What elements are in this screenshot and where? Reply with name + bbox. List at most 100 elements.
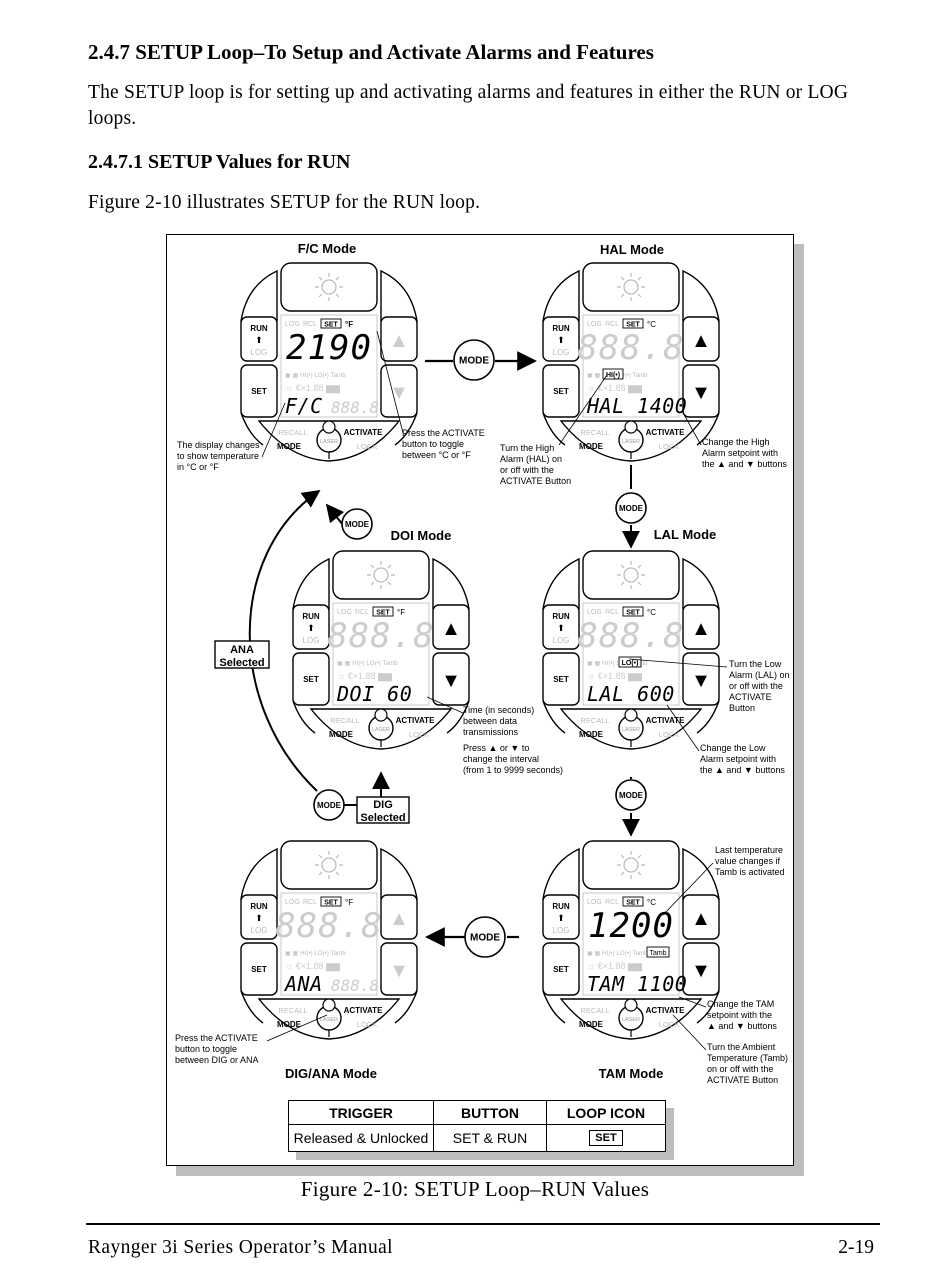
set-label: SET — [251, 387, 267, 396]
lcd-rcl-label: RCL — [605, 609, 619, 616]
lcd-icon-row: ▣ ▦ HI(•) LO(•) Tamb — [587, 660, 648, 667]
lcd-main-value: 1200 — [588, 906, 674, 946]
lo-icon: LO(•) — [622, 660, 639, 667]
intro-paragraph: The SETUP loop is for setting up and act… — [88, 82, 849, 129]
up-button — [682, 604, 720, 650]
annotation-tam-change: Change the TAM — [707, 999, 774, 1009]
down-arrow-icon: ▼ — [389, 382, 409, 404]
lcd-sub-value: TAM 1100 — [587, 972, 687, 996]
activate-label: ACTIVATE — [344, 1006, 383, 1015]
annotation-hal-turn: or off with the — [500, 465, 554, 475]
annotation-doi-time: Time (in seconds) — [463, 705, 534, 715]
run-button — [542, 894, 580, 940]
lock-label: LOCK — [659, 730, 679, 739]
lcd-screen — [582, 892, 680, 996]
subsection-heading: 2.4.7.1 SETUP Values for RUN — [88, 151, 351, 173]
mode-bubble-tam-dig — [464, 916, 506, 958]
trigger-table: TRIGGER BUTTON LOOP ICON Released & Unlo… — [288, 1100, 666, 1152]
dig-selected-label: DIG — [373, 799, 393, 811]
annotation-tam-change: setpoint with the — [707, 1010, 772, 1020]
light-icon-ray — [318, 276, 323, 281]
lcd-rcl-label: RCL — [605, 899, 619, 906]
body-edge — [292, 700, 316, 734]
annotation-lal-turn: Alarm (LAL) on — [729, 670, 790, 680]
activate-label: ACTIVATE — [646, 1006, 685, 1015]
table-cell-trigger: Released & Unlocked — [289, 1125, 434, 1151]
body-edge — [696, 412, 720, 446]
set-label: SET — [553, 965, 569, 974]
light-icon-ray — [370, 581, 375, 586]
mode-bubble-dig — [313, 789, 345, 821]
dig-selected-box — [356, 796, 410, 824]
right-top-key — [682, 557, 720, 610]
lcd-unit: °F — [345, 320, 353, 329]
annotation-fc-activate: button to toggle — [402, 439, 464, 449]
leader-line — [558, 374, 608, 446]
lcd-sub-value: DOI 60 — [336, 682, 412, 706]
lcd-status-row: ☼ €×1.88 ▆▆ — [337, 671, 393, 682]
leader-line — [678, 996, 707, 1008]
set-button — [542, 652, 580, 706]
leader-line — [261, 402, 286, 458]
light-icon-ray — [318, 293, 323, 298]
light-icon-ray — [620, 871, 625, 876]
laser-indicator — [322, 420, 336, 434]
mode-label: MODE — [579, 442, 604, 451]
up-arrow-icon: ▲ — [389, 908, 409, 930]
light-icon-ray — [637, 564, 642, 569]
leader-line — [628, 658, 728, 668]
lcd-icon-row: ▣ ▦ HI(•) LO(•) Tamb — [587, 950, 648, 957]
up-button — [432, 604, 470, 650]
laser-label: LASER — [320, 1017, 338, 1023]
lock-label: LOCK — [409, 730, 429, 739]
annotation-tam-last: Last temperature — [715, 845, 783, 855]
laser-indicator — [624, 708, 638, 722]
run-button — [542, 316, 580, 362]
light-icon-ray — [620, 276, 625, 281]
annotation-tam-change: ▲ and ▼ buttons — [707, 1021, 777, 1031]
body-edge — [542, 700, 566, 734]
set-button — [292, 652, 330, 706]
lcd-log-label: LOG — [337, 609, 352, 616]
lcd-log-label: LOG — [285, 321, 300, 328]
lcd-icon-row: ▣ ▦ HI(•) LO(•) Tamb — [337, 660, 398, 667]
left-top-key — [240, 269, 278, 322]
set-button — [542, 364, 580, 418]
lcd-unit: °F — [397, 608, 405, 617]
mode-bubble-fc-hal — [453, 339, 495, 381]
lcd-sub-value: F/C — [285, 394, 323, 418]
body-edge — [542, 990, 566, 1024]
lcd-status-row: ☼ €×1.88 ▆▆ — [587, 961, 643, 972]
run-label: RUN — [552, 902, 570, 911]
lcd-status-row: ☼ €×1.88 ▆▆ — [587, 671, 643, 682]
light-icon-ray — [620, 854, 625, 859]
lo-icon-box — [618, 656, 642, 668]
leader-line — [662, 862, 714, 916]
annotation-dig-press: Press the ACTIVATE — [175, 1033, 258, 1043]
dig-selected-label: Selected — [360, 812, 405, 824]
table-cell-button: SET & RUN — [434, 1125, 547, 1151]
table-cell-loop-icon: SET — [547, 1125, 665, 1151]
lock-label: LOCK — [357, 1020, 377, 1029]
run-button — [542, 604, 580, 650]
mode-bubble-doi-fc-label: MODE — [345, 520, 370, 529]
annotation-doi-press: change the interval — [463, 754, 539, 764]
lcd-main-value: 2190 — [286, 328, 372, 368]
footer-rule — [86, 1223, 880, 1225]
lcd-status-row: ☼ €×1.88 ▆▆ — [285, 961, 341, 972]
mode-label: MODE — [579, 730, 604, 739]
annotation-tam-turn: on or off with the — [707, 1064, 773, 1074]
run-label: RUN — [302, 612, 320, 621]
lcd-log-label: LOG — [285, 899, 300, 906]
right-top-key — [432, 557, 470, 610]
leader-line — [681, 410, 702, 446]
annotation-fc-display: in °C or °F — [177, 462, 219, 472]
footer-manual-title: Raynger 3i Series Operator’s Manual — [88, 1237, 393, 1258]
lcd-unit: °C — [647, 608, 656, 617]
annotation-dig-press: between DIG or ANA — [175, 1055, 259, 1065]
lcd-screen — [582, 314, 680, 418]
log-label: LOG — [553, 926, 570, 935]
